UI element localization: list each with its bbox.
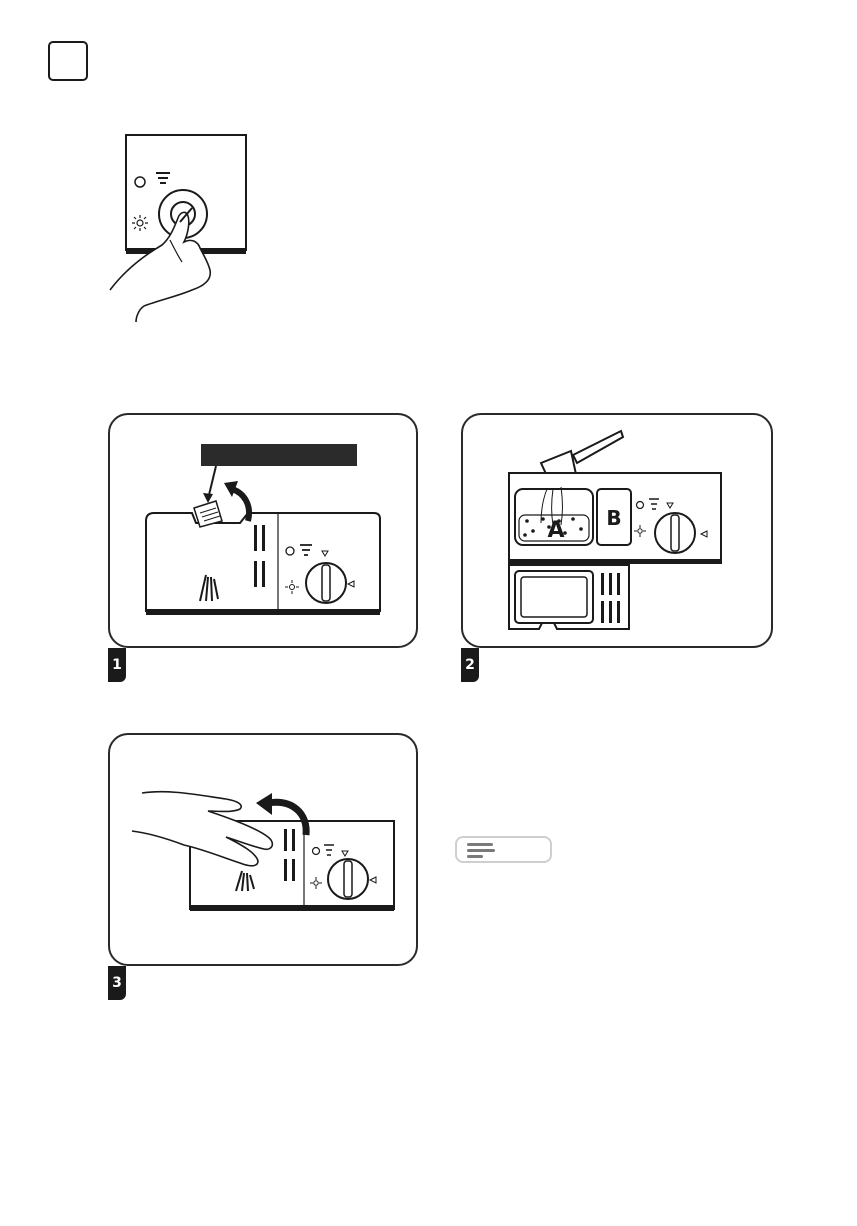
step-1-illustration xyxy=(108,413,418,648)
compartment-b-label: B xyxy=(606,506,621,530)
step-1-number: 1 xyxy=(108,648,126,682)
step-3-number: 3 xyxy=(108,966,126,1000)
step-2-illustration: A B xyxy=(461,413,773,648)
dial-turn-illustration xyxy=(100,130,260,330)
note-icon xyxy=(455,836,552,863)
step-2-number: 2 xyxy=(461,648,479,682)
step-3-illustration xyxy=(108,733,418,966)
section-marker-box xyxy=(48,41,88,81)
note-lines-icon xyxy=(467,843,497,859)
